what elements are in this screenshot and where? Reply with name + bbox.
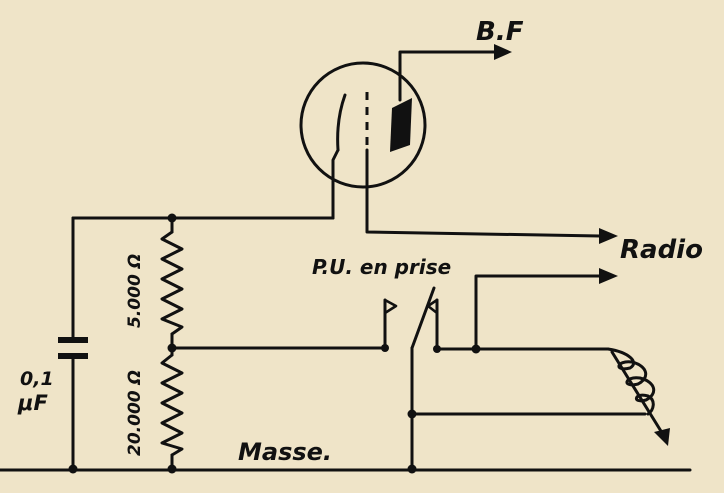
junction-dot <box>407 409 417 419</box>
arrow-bf <box>494 44 512 60</box>
wire-pu-output <box>474 274 602 351</box>
wiring <box>0 50 692 472</box>
arrow-pu <box>599 268 618 284</box>
switch-left-flag <box>383 298 398 315</box>
tube-cathode <box>336 93 347 152</box>
capacitor <box>58 337 88 359</box>
label-resistor-20000: 20.000 Ω <box>125 370 145 456</box>
junction-dot <box>407 464 417 474</box>
junction-dots <box>68 213 481 474</box>
resistor-20000 <box>160 353 184 457</box>
tube-plate <box>390 98 412 152</box>
label-bf: B.F <box>476 17 524 47</box>
vacuum-tube <box>299 61 427 189</box>
wire-grid-to-radio <box>365 148 602 238</box>
switch-right-flag <box>426 298 439 315</box>
arrow-radio <box>599 228 618 244</box>
pickup-coil <box>606 347 670 446</box>
coil-wiper <box>610 350 666 438</box>
junction-dot <box>167 464 177 474</box>
switch-blade <box>410 286 436 350</box>
label-radio: Radio <box>620 235 703 265</box>
tube-envelope <box>299 61 427 189</box>
pu-switch <box>383 286 439 351</box>
label-capacitor-value-1: 0,1 <box>20 368 54 390</box>
coil-winding <box>606 347 656 416</box>
output-arrows <box>494 44 618 284</box>
coil-wiper-arrowhead <box>654 428 670 446</box>
junction-dot <box>167 213 177 223</box>
junction-dot <box>68 464 78 474</box>
label-pu-en-prise: P.U. en prise <box>312 255 451 279</box>
resistor-5000 <box>160 230 184 336</box>
wire-plate-to-bf <box>398 50 497 102</box>
wire-cathode-lead <box>331 148 340 220</box>
label-capacitor-value-2: μF <box>17 391 48 415</box>
junction-dot <box>167 343 177 353</box>
junction-dot <box>471 344 481 354</box>
label-resistor-5000: 5.000 Ω <box>125 254 145 328</box>
label-masse: Masse. <box>238 438 332 466</box>
